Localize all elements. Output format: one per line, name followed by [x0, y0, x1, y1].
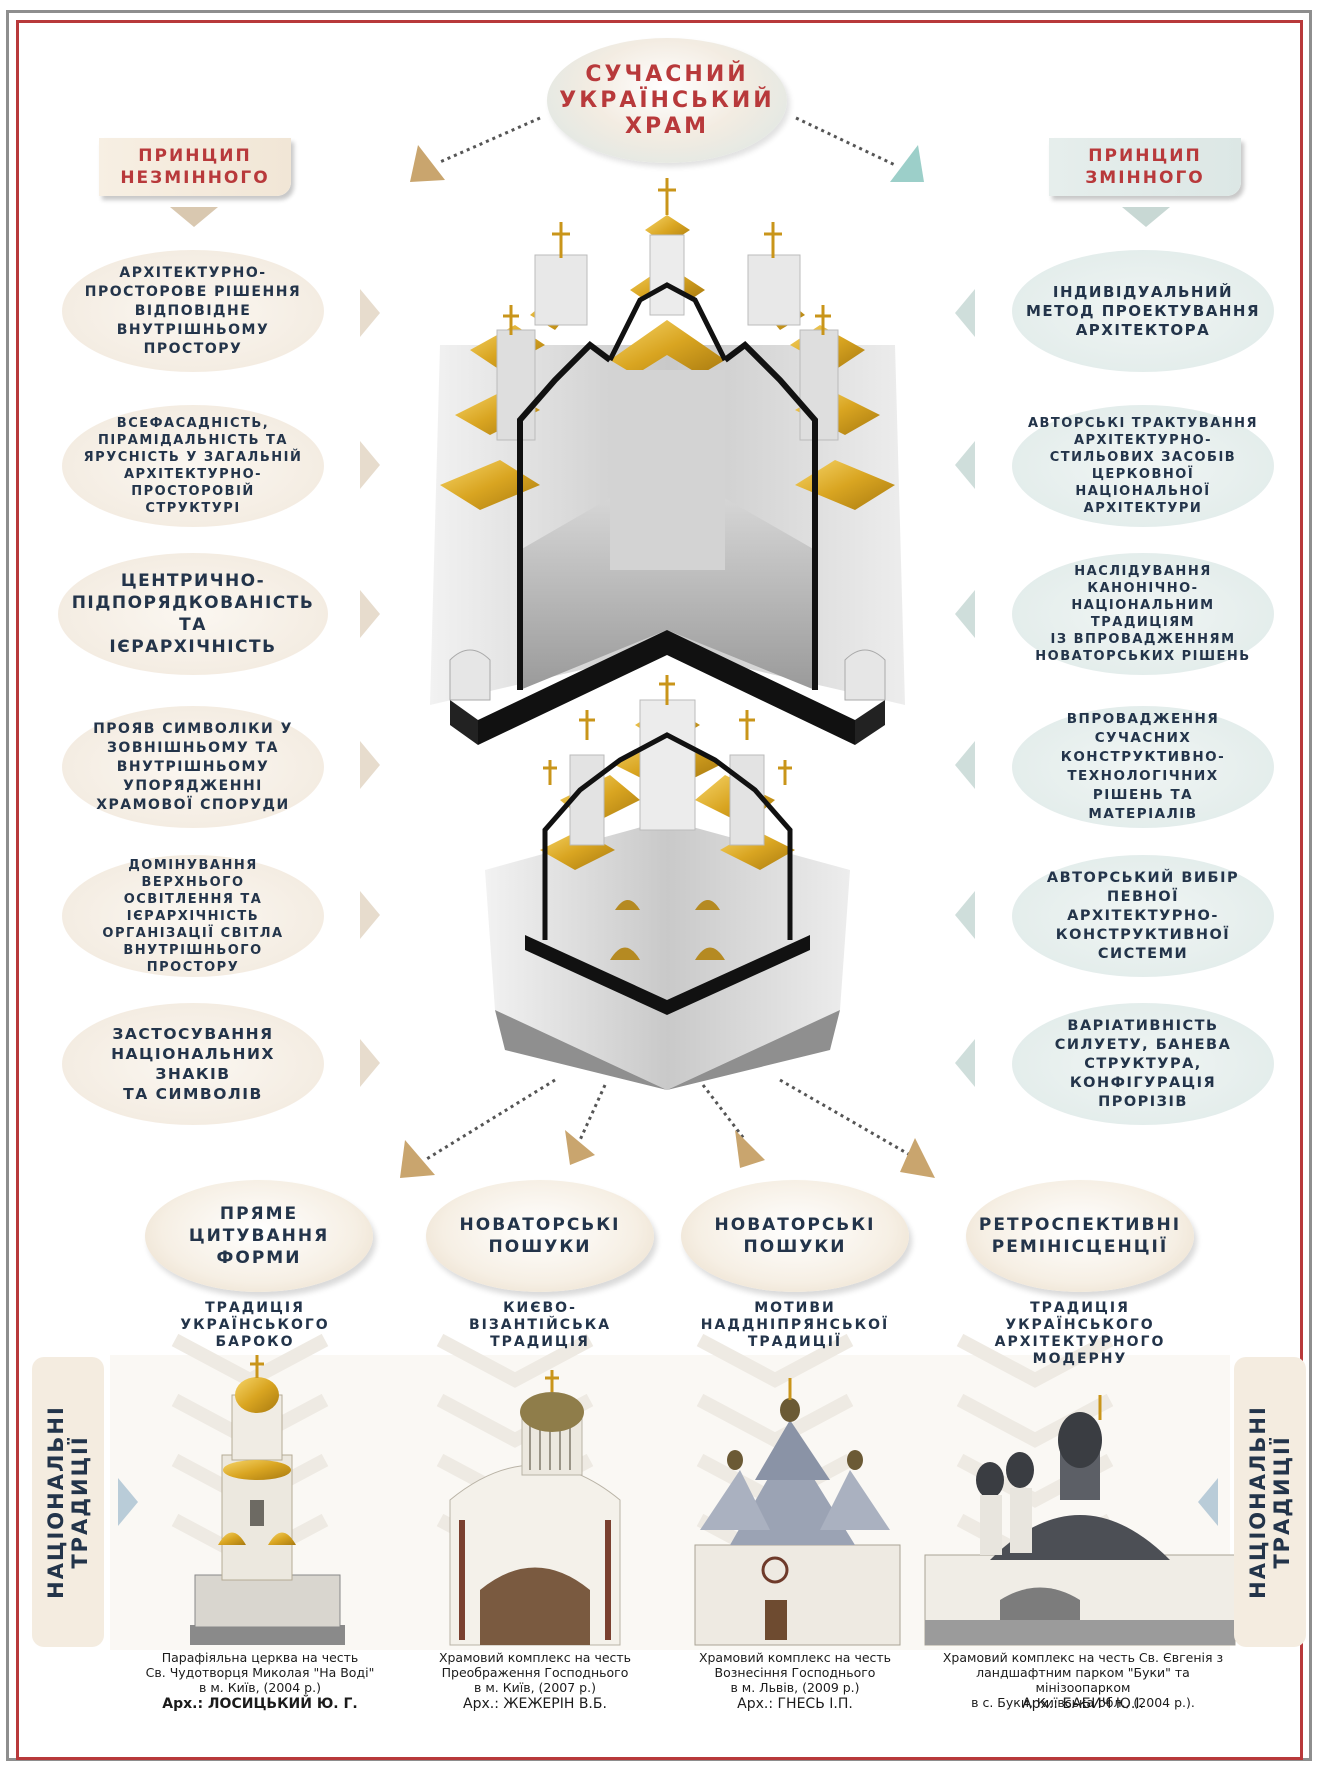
upper-temple-model [430, 178, 905, 745]
side-band-left: НАЦІОНАЛЬНІ ТРАДИЦІЇ [32, 1357, 104, 1647]
tradition-4: ТРАДИЦІЯ УКРАЇНСЬКОГО АРХІТЕКТУРНОГО МОД… [994, 1300, 1166, 1367]
arrow-left-5 [955, 891, 975, 939]
architect-2: Арх.: ЖЕЖЕРІН В.Б. [463, 1696, 607, 1712]
arrow-head-left [410, 145, 445, 182]
tradition-1: ТРАДИЦІЯ УКРАЇНСЬКОГО БАРОКО [180, 1300, 330, 1350]
arrow-right-4 [360, 741, 380, 789]
church-photo-4 [924, 1395, 1236, 1646]
architect-3: Арх.: ГНЕСЬ І.П. [737, 1696, 853, 1712]
title-arrows [439, 116, 896, 167]
principle-item-right-4: ВПРОВАДЖЕННЯ СУЧАСНИХ КОНСТРУКТИВНО- ТЕХ… [1012, 706, 1274, 828]
church-photo-1 [190, 1355, 345, 1645]
arrow-left-2 [955, 441, 975, 489]
principle-item-left-1: АРХІТЕКТУРНО- ПРОСТОРОВЕ РІШЕННЯ ВІДПОВІ… [62, 250, 324, 372]
arrow-right-6 [360, 1039, 380, 1087]
caption-1: Парафіяльна церква на честь Св. Чудотвор… [145, 1650, 375, 1695]
principle-item-left-4: ПРОЯВ СИМВОЛІКИ У ЗОВНІШНЬОМУ ТА ВНУТРІШ… [62, 706, 324, 828]
tradition-3: МОТИВИ НАДДНІПРЯНСЬКОЇ ТРАДИЦІЇ [700, 1300, 890, 1350]
inner-frame [16, 20, 1303, 1760]
architect-1: Арх.: ЛОСИЦЬКИЙ Ю. Г. [162, 1696, 358, 1712]
church-photo-2 [449, 1370, 621, 1646]
principle-item-right-6: ВАРІАТИВНІСТЬ СИЛУЕТУ, БАНЕВА СТРУКТУРА,… [1012, 1003, 1274, 1125]
principle-item-left-2: ВСЕФАСАДНІСТЬ, ПІРАМІДАЛЬНІСТЬ ТА ЯРУСНІ… [62, 405, 324, 527]
arrow-right-5 [360, 891, 380, 939]
arrow-right-2 [360, 441, 380, 489]
arrow-right-1 [360, 289, 380, 337]
category-arrows [424, 1078, 911, 1162]
category-innovative-search-1: НОВАТОРСЬКІ ПОШУКИ [426, 1180, 654, 1292]
main-title: СУЧАСНИЙ УКРАЇНСЬКИЙ ХРАМ [547, 38, 787, 163]
category-direct-citation: ПРЯМЕ ЦИТУВАННЯ ФОРМИ [145, 1180, 373, 1292]
principle-variable-header: ПРИНЦИП ЗМІННОГО [1049, 138, 1241, 196]
caption-3: Храмовий комплекс на честь Вознесіння Го… [698, 1650, 892, 1695]
down-triangle-right [1122, 207, 1170, 227]
architect-4: Арх.: БАБИЧ Ю.І. [1022, 1696, 1144, 1712]
principle-item-right-1: ІНДИВІДУАЛЬНИЙ МЕТОД ПРОЕКТУВАННЯ АРХІТЕ… [1012, 250, 1274, 372]
church-photo-3 [694, 1378, 901, 1646]
side-band-right: НАЦІОНАЛЬНІ ТРАДИЦІЇ [1234, 1357, 1306, 1647]
category-innovative-search-2: НОВАТОРСЬКІ ПОШУКИ [681, 1180, 909, 1292]
arrow-right-3 [360, 590, 380, 638]
national-traditions-label-left: НАЦІОНАЛЬНІ ТРАДИЦІЇ [44, 1405, 93, 1599]
arrow-left-1 [955, 289, 975, 337]
lower-temple-model [485, 675, 850, 1090]
principle-item-right-2: АВТОРСЬКІ ТРАКТУВАННЯ АРХІТЕКТУРНО- СТИЛ… [1012, 405, 1274, 527]
arrow-left-4 [955, 741, 975, 789]
principle-item-left-3: ЦЕНТРИЧНО- ПІДПОРЯДКОВАНІСТЬ ТА ІЄРАРХІЧ… [58, 553, 328, 675]
principle-item-right-3: НАСЛІДУВАННЯ КАНОНІЧНО- НАЦІОНАЛЬНИМ ТРА… [1012, 553, 1274, 675]
principle-constant-header: ПРИНЦИП НЕЗМІННОГО [99, 138, 291, 196]
tradition-2: КИЄВО- ВІЗАНТІЙСЬКА ТРАДИЦІЯ [468, 1300, 612, 1350]
caption-2: Храмовий комплекс на честь Преображення … [438, 1650, 632, 1695]
down-triangle-left [170, 207, 218, 227]
principle-item-left-5: ДОМІНУВАННЯ ВЕРХНЬОГО ОСВІТЛЕННЯ ТА ІЄРА… [62, 855, 324, 977]
principle-item-right-5: АВТОРСЬКИЙ ВИБІР ПЕВНОЇ АРХІТЕКТУРНО- КО… [1012, 855, 1274, 977]
caption-4: Храмовий комплекс на честь Св. Євгенія з… [942, 1650, 1224, 1710]
arrow-left-6 [955, 1039, 975, 1087]
principle-item-left-6: ЗАСТОСУВАННЯ НАЦІОНАЛЬНИХ ЗНАКІВ ТА СИМВ… [62, 1003, 324, 1125]
arrow-head-right [890, 145, 924, 182]
category-retrospective: РЕТРОСПЕКТИВНІ РЕМІНІСЦЕНЦІЇ [966, 1180, 1194, 1292]
national-traditions-label-right: НАЦІОНАЛЬНІ ТРАДИЦІЇ [1246, 1405, 1295, 1599]
arrow-left-3 [955, 590, 975, 638]
